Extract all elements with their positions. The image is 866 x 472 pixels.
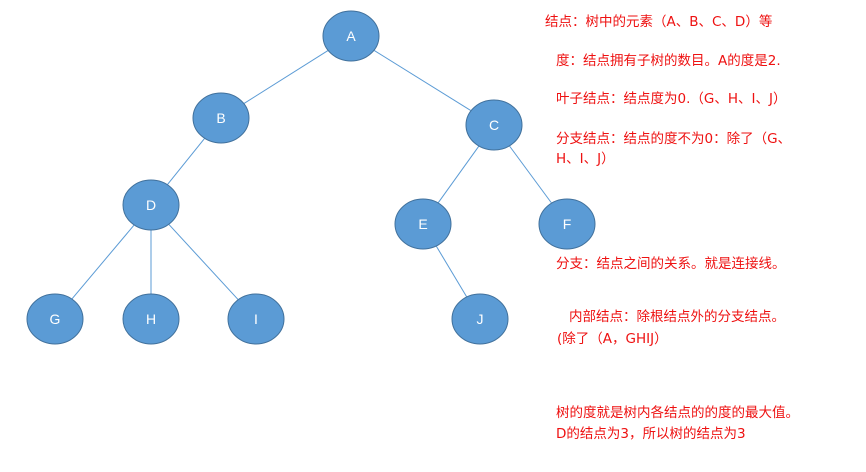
node-label-G: G: [50, 311, 61, 327]
node-circle-D: [122, 179, 180, 231]
note-node-definition: 结点：树中的元素（A、B、C、D）等: [545, 14, 773, 30]
node-circle-F: [538, 198, 596, 250]
edge-D-G: [71, 224, 135, 300]
note-internal-node-definition-line1: 内部结点：除根结点外的分支结点。: [569, 309, 785, 325]
node-circle-C: [465, 99, 523, 151]
tree-node-A: A: [322, 10, 380, 62]
node-circle-E: [394, 198, 452, 250]
edge-A-B: [243, 50, 329, 104]
edge-E-J: [435, 245, 468, 298]
note-branch-definition: 分支：结点之间的关系。就是连接线。: [556, 256, 786, 272]
tree-nodes: A B C D E F G H I J: [26, 10, 596, 345]
edge-B-D: [166, 137, 206, 186]
node-label-H: H: [146, 311, 156, 327]
note-branch-node-definition-line1: 分支结点：结点的度不为0：除了（G、: [556, 131, 792, 147]
node-circle-A: [322, 10, 380, 62]
node-circle-H: [122, 293, 180, 345]
tree-node-C: C: [465, 99, 523, 151]
edge-C-F: [508, 145, 553, 204]
tree-node-J: J: [451, 293, 509, 345]
tree-node-B: B: [192, 92, 250, 144]
node-circle-B: [192, 92, 250, 144]
node-circle-J: [451, 293, 509, 345]
note-degree-definition: 度：结点拥有子树的数目。A的度是2.: [556, 53, 781, 69]
tree-node-I: I: [227, 293, 285, 345]
node-label-A: A: [346, 28, 356, 44]
tree-edges: [71, 49, 553, 301]
node-circle-G: [26, 293, 84, 345]
tree-node-D: D: [122, 179, 180, 231]
tree-node-F: F: [538, 198, 596, 250]
node-label-B: B: [216, 110, 225, 126]
node-label-I: I: [254, 311, 258, 327]
tree-node-E: E: [394, 198, 452, 250]
node-circle-I: [227, 293, 285, 345]
node-label-J: J: [477, 311, 484, 327]
tree-node-H: H: [122, 293, 180, 345]
node-label-C: C: [489, 117, 499, 133]
note-tree-degree-line1: 树的度就是树内各结点的的度的最大值。: [556, 405, 799, 421]
edge-D-I: [168, 223, 239, 301]
note-tree-degree-line2: D的结点为3，所以树的结点为3: [556, 426, 746, 442]
edge-C-E: [437, 145, 480, 204]
note-leaf-definition: 叶子结点：结点度为0.（G、H、I、J）: [556, 91, 787, 107]
node-label-D: D: [146, 197, 156, 213]
node-label-F: F: [563, 216, 572, 232]
edge-A-C: [373, 49, 472, 112]
note-internal-node-definition-line2: (除了（A，GHIJ）: [557, 331, 668, 347]
tree-node-G: G: [26, 293, 84, 345]
note-branch-node-definition-line2: H、I、J）: [556, 151, 615, 167]
node-label-E: E: [418, 216, 427, 232]
